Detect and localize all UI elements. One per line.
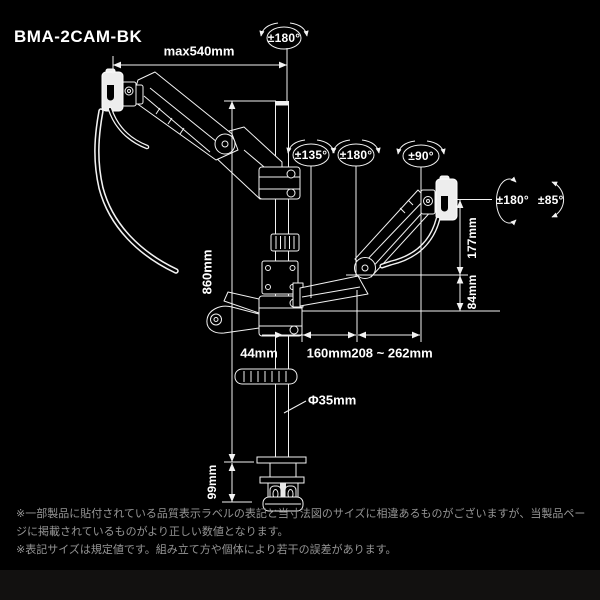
product-model-title: BMA-2CAM-BK bbox=[14, 27, 143, 46]
dim-mount-height bbox=[346, 199, 492, 276]
angle-label-screen-tilt: ±85° bbox=[537, 193, 564, 207]
dim-label-arm-reach: 208 ~ 262mm bbox=[351, 345, 433, 361]
desk-clamp bbox=[256, 456, 307, 512]
angle-label-screen-rotation: ±180° bbox=[496, 193, 529, 207]
elbow-rotation-icon bbox=[331, 139, 381, 277]
dim-bottom-chain bbox=[262, 290, 420, 342]
angle-label-head-swivel: ±90° bbox=[408, 149, 434, 163]
angle-label-screen: ±180° ±85° bbox=[497, 194, 564, 206]
angle-label-elbow-rotation: ±180° bbox=[339, 148, 373, 162]
bottom-edge-strip bbox=[0, 570, 600, 600]
disclaimer-notes: ※一部製品に貼付されている品質表示ラベルの表記と当寸法図のサイズに相違あるものが… bbox=[16, 505, 588, 559]
dim-label-pole-height: 860mm bbox=[199, 249, 215, 295]
dim-label-clamp-range: 99mm bbox=[205, 464, 219, 500]
upper-arm bbox=[94, 68, 301, 274]
dim-label-arm-link: 160mm bbox=[306, 345, 352, 361]
dim-pole-diameter-leader bbox=[283, 400, 307, 414]
pole-bracket-plate bbox=[261, 260, 299, 295]
pole-rotation-icon bbox=[259, 22, 309, 101]
rotation-symbols bbox=[259, 22, 565, 342]
dim-label-max-width: max540mm bbox=[163, 43, 235, 59]
dim-label-mount-height: 177mm bbox=[465, 217, 479, 259]
disclaimer-line-1: ※一部製品に貼付されている品質表示ラベルの表記と当寸法図のサイズに相違あるものが… bbox=[16, 508, 586, 539]
dim-clamp-range bbox=[222, 463, 252, 503]
dim-pole-height bbox=[224, 100, 276, 463]
dim-label-pole-offset: 44mm bbox=[240, 345, 278, 361]
lower-arm bbox=[206, 175, 458, 337]
dim-arm-thickness bbox=[302, 275, 500, 312]
head-swivel-icon bbox=[396, 140, 446, 342]
dim-label-pole-diameter: Φ35mm bbox=[308, 392, 357, 408]
angle-label-pole-rotation: ±180° bbox=[267, 31, 301, 45]
pole-collar bbox=[270, 233, 300, 252]
angle-label-arm-swing: ±135° bbox=[294, 148, 328, 162]
screen-rotation-icon bbox=[495, 176, 565, 226]
disclaimer-line-2: ※表記サイズは規定値です。組み立て方や個体により若干の誤差があります。 bbox=[16, 544, 397, 557]
dim-label-arm-thickness: 84mm bbox=[465, 274, 479, 310]
cable-clip bbox=[234, 368, 298, 385]
